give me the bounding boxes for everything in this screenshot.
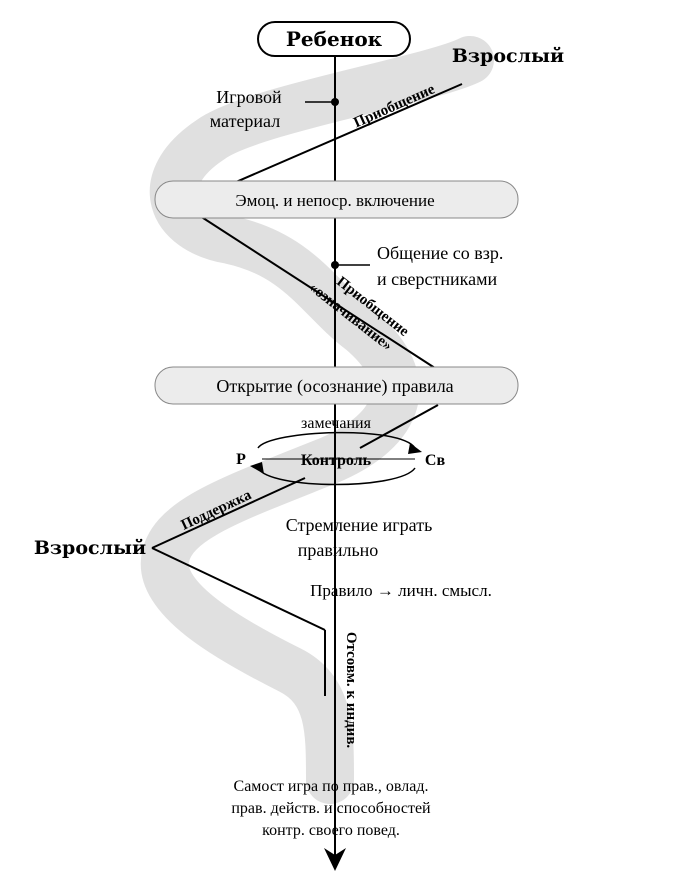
striving-line2: правильно <box>298 540 379 560</box>
stage1-box <box>154 180 519 219</box>
sv-label: Св <box>425 452 446 469</box>
game-material-line1: Игровой <box>216 87 282 107</box>
zigzag-line-2 <box>182 204 439 371</box>
arrow-left-icon <box>250 462 264 474</box>
r-label: Р <box>236 451 246 468</box>
adult-left-label: Взрослый <box>34 537 146 559</box>
dot-communication <box>331 261 339 269</box>
result-line3: контр. своего повед. <box>262 822 400 839</box>
stage2-box <box>154 366 519 405</box>
control-arc-top <box>257 431 416 449</box>
stage1-label: Эмоц. и непоср. включение <box>235 191 434 210</box>
dot-game-material <box>331 98 339 106</box>
rule-meaning-label: Правило → личн. смысл. <box>310 581 492 600</box>
arrow-right-icon <box>408 443 422 454</box>
otsovm-label: Отсовм. к индив. <box>343 632 359 749</box>
striving-line1: Стремление играть <box>286 515 433 535</box>
communication-line2: и сверстниками <box>377 269 497 289</box>
stage2-label: Открытие (осознание) правила <box>216 376 453 397</box>
communication-line1: Общение со взр. <box>377 243 503 263</box>
result-line1: Самост игра по прав., овлад. <box>234 778 429 795</box>
zigzag-line-3 <box>359 404 439 449</box>
zamechaniya-label: замечания <box>301 415 372 432</box>
game-material-line2: материал <box>210 111 280 131</box>
child-box <box>257 21 411 57</box>
adult-top-label: Взрослый <box>452 45 564 67</box>
zigzag-line-4 <box>151 477 306 549</box>
control-arc-bottom <box>257 467 416 486</box>
axis-arrowhead <box>324 848 346 871</box>
result-line2: прав. действ. и способностей <box>231 800 431 817</box>
zigzag-line-5 <box>151 547 326 631</box>
child-label: Ребенок <box>286 27 383 51</box>
kontrol-label: Контроль <box>301 452 372 469</box>
